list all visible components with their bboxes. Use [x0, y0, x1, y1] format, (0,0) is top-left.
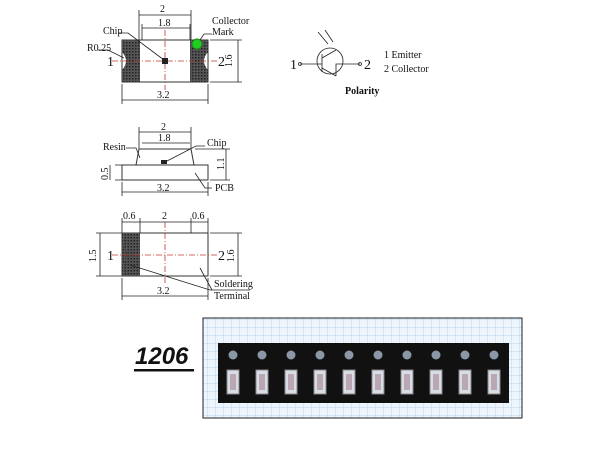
component-lens — [317, 374, 323, 390]
collector-mark — [191, 38, 203, 50]
sprocket-hole — [431, 350, 441, 360]
label-soldering: Soldering — [214, 279, 253, 290]
component-lens — [259, 374, 265, 390]
symbol-pin1: 1 — [290, 58, 297, 73]
sprocket-hole — [460, 350, 470, 360]
side-dim-length: 3.2 — [157, 183, 170, 194]
dim-pad-right: 0.6 — [192, 211, 205, 222]
pin1-label: 1 — [107, 55, 114, 70]
sprocket-hole — [402, 350, 412, 360]
sprocket-hole — [373, 350, 383, 360]
label-mark: Mark — [212, 27, 234, 38]
component-lens — [375, 374, 381, 390]
component-lens — [404, 374, 410, 390]
chip — [162, 58, 168, 64]
label-underline — [134, 369, 194, 372]
label-pcb: PCB — [215, 183, 234, 194]
component-lens — [462, 374, 468, 390]
sprocket-hole — [315, 350, 325, 360]
bottom-pin2: 2 — [218, 249, 225, 264]
package-size-label: 1206 — [135, 343, 189, 370]
side-chip — [161, 160, 167, 164]
sprocket-hole — [257, 350, 267, 360]
dim-pad-height: 1.5 — [88, 250, 99, 263]
transistor-circle — [316, 47, 344, 75]
side-dim-inner: 1.8 — [158, 133, 171, 144]
package-label: 1206 — [134, 343, 194, 372]
pcb — [121, 164, 209, 181]
symbol-pin2: 2 — [364, 58, 371, 73]
dim-pad-left: 0.6 — [123, 211, 136, 222]
label-terminal: Terminal — [214, 291, 250, 302]
top-view: 2 1.8 3.2 1.6 Chip R0.25 1 2 Collector M… — [87, 4, 250, 104]
dim-height: 1.6 — [224, 55, 235, 68]
dim-middle: 2 — [162, 211, 167, 222]
sprocket-hole — [344, 350, 354, 360]
right-pad — [190, 40, 208, 82]
component-lens — [288, 374, 294, 390]
bottom-dim-length: 3.2 — [157, 286, 170, 297]
label-collector: Collector — [212, 16, 250, 27]
component-lens — [433, 374, 439, 390]
component-lens — [346, 374, 352, 390]
right-terminal — [122, 233, 140, 276]
sprocket-hole — [286, 350, 296, 360]
legend-emitter: 1 Emitter — [384, 50, 422, 61]
phototransistor-symbol: 1 2 1 Emitter 2 Collector Polarity — [290, 29, 429, 97]
side-view: 2 1.8 3.2 0.5 1.1 Resin Chip PCB — [100, 122, 234, 196]
component-lens — [491, 374, 497, 390]
pin2-label: 2 — [218, 55, 225, 70]
polarity-title: Polarity — [345, 86, 379, 97]
side-dim-pcb: 0.5 — [100, 168, 111, 181]
bottom-dim-height: 1.6 — [226, 250, 237, 263]
side-dim-total: 1.1 — [216, 158, 227, 171]
tape-photo — [202, 317, 523, 419]
side-label-chip: Chip — [207, 138, 226, 149]
sprocket-hole — [489, 350, 499, 360]
component-lens — [230, 374, 236, 390]
label-radius: R0.25 — [87, 43, 111, 54]
legend-collector: 2 Collector — [384, 64, 429, 75]
dim-width-outer: 2 — [160, 4, 165, 15]
label-resin: Resin — [103, 142, 126, 153]
side-dim-outer: 2 — [161, 122, 166, 133]
dim-length: 3.2 — [157, 90, 170, 101]
sprocket-hole — [228, 350, 238, 360]
dim-width-inner: 1.8 — [158, 18, 171, 29]
label-chip: Chip — [103, 26, 122, 37]
bottom-view: 0.6 2 0.6 1.5 1.6 3.2 1 2 Soldering Term… — [88, 211, 253, 302]
bottom-pin1: 1 — [107, 249, 114, 264]
